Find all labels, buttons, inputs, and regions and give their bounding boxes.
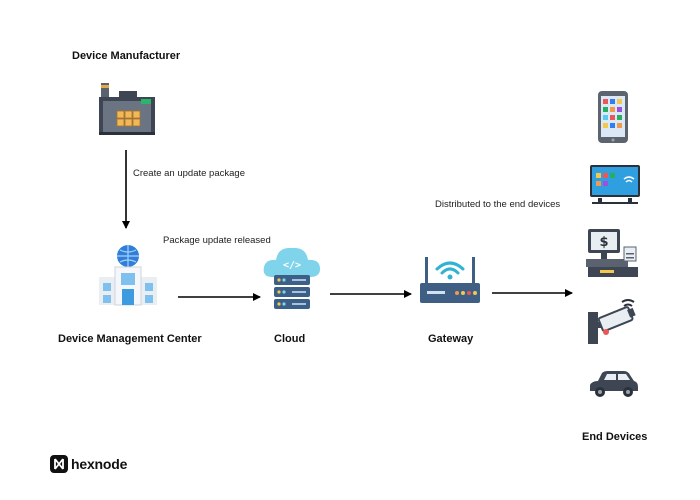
car-icon (590, 371, 638, 397)
edge-label-distributed: Distributed to the end devices (435, 199, 561, 210)
brand-logo: hexnode (50, 455, 127, 473)
manufacturer-label: Device Manufacturer (72, 50, 181, 62)
end-devices-label: End Devices (582, 431, 648, 443)
smart-tv-icon (590, 165, 640, 204)
wifi-router-icon (420, 257, 480, 303)
edge-label-create: Create an update package (133, 168, 245, 179)
edge-label-released: Package update released (163, 235, 271, 246)
smartphone-icon (598, 91, 628, 143)
factory-icon (99, 83, 155, 135)
cloud-server-icon: </> (263, 247, 320, 309)
cloud-label: Cloud (274, 333, 306, 345)
svg-text:$: $ (599, 235, 608, 250)
security-camera-icon (588, 299, 636, 344)
brand-name: hexnode (71, 456, 128, 472)
pos-terminal-icon: $ (586, 229, 638, 277)
gateway-label: Gateway (428, 333, 474, 345)
hexnode-logo-icon (50, 455, 68, 473)
svg-text:</>: </> (283, 260, 301, 271)
building-globe-icon (99, 245, 157, 306)
management-center-label: Device Management Center (58, 333, 202, 345)
